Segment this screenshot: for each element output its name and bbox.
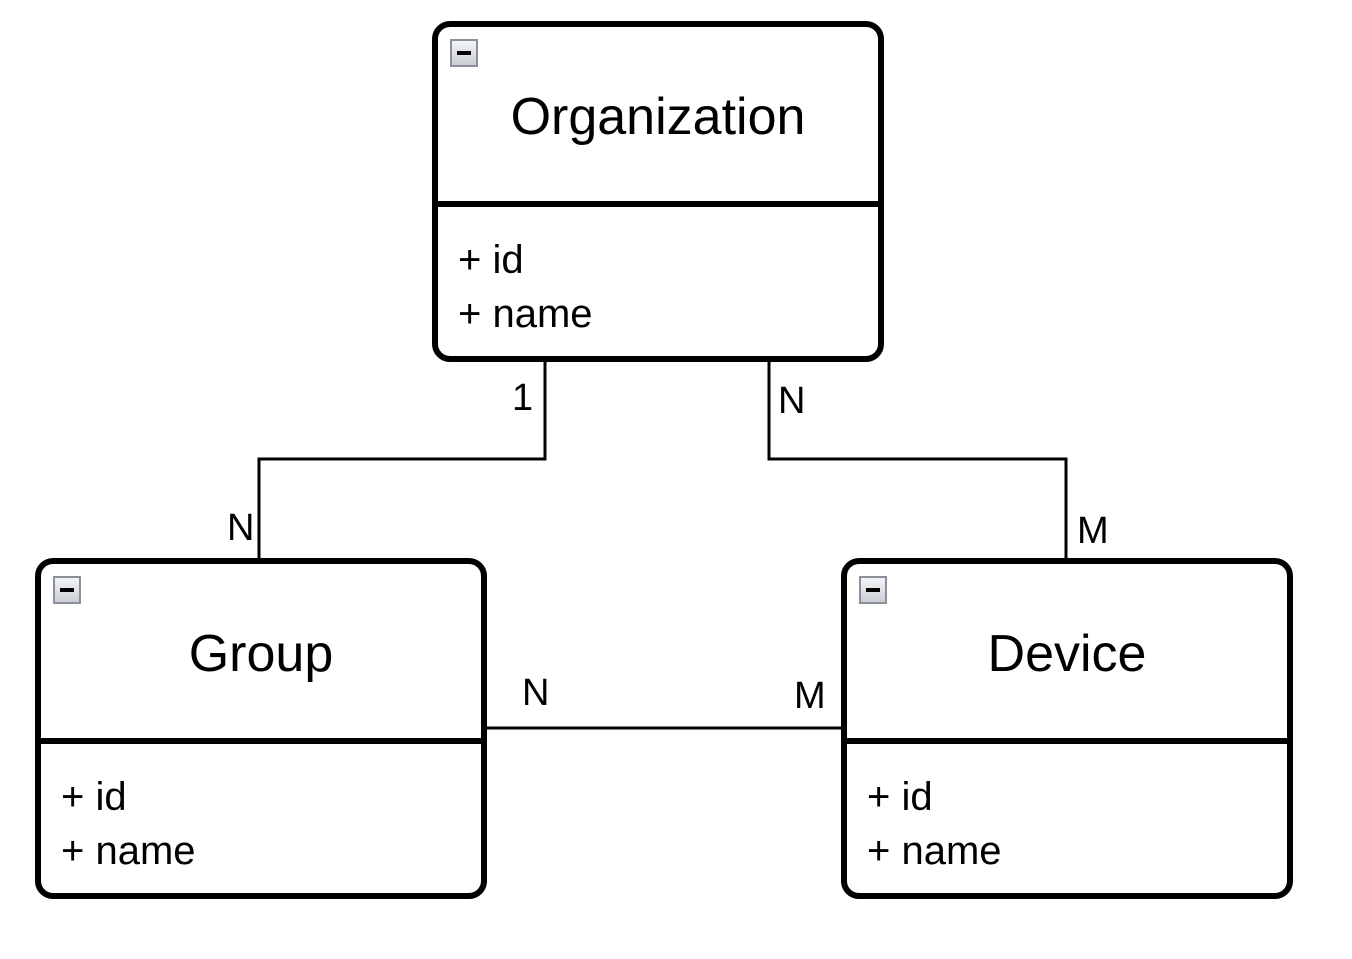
connector-organization-device[interactable] [767,360,1068,560]
attribute-name[interactable]: + name [61,829,196,873]
entity-header: Organization [438,27,878,207]
entity-header: Device [847,564,1287,744]
entity-title[interactable]: Group [188,625,334,683]
entity-attributes: + id + name [847,744,1287,878]
entity-attributes: + id + name [438,207,878,341]
collapse-minus-icon[interactable] [450,39,478,67]
cardinality-group-device-device-end: M [794,675,826,717]
collapse-minus-icon[interactable] [53,576,81,604]
entity-title[interactable]: Device [987,625,1147,683]
entity-group[interactable]: Group + id + name [35,558,487,899]
entity-title[interactable]: Organization [510,88,806,146]
entity-attributes: + id + name [41,744,481,878]
cardinality-organization-group-group-end: N [227,507,255,549]
connector-organization-group[interactable] [257,360,547,560]
attribute-id[interactable]: + id [458,238,524,282]
cardinality-organization-device-device-end: M [1077,510,1109,552]
entity-device[interactable]: Device + id + name [841,558,1293,899]
cardinality-group-device-group-end: N [522,672,550,714]
attribute-id[interactable]: + id [61,775,127,819]
attribute-name[interactable]: + name [458,292,593,336]
cardinality-organization-device-org-end: N [778,380,806,422]
entity-organization[interactable]: Organization + id + name [432,21,884,362]
attribute-id[interactable]: + id [867,775,933,819]
cardinality-organization-group-org-end: 1 [512,377,534,419]
attribute-name[interactable]: + name [867,829,1002,873]
collapse-minus-icon[interactable] [859,576,887,604]
entity-header: Group [41,564,481,744]
